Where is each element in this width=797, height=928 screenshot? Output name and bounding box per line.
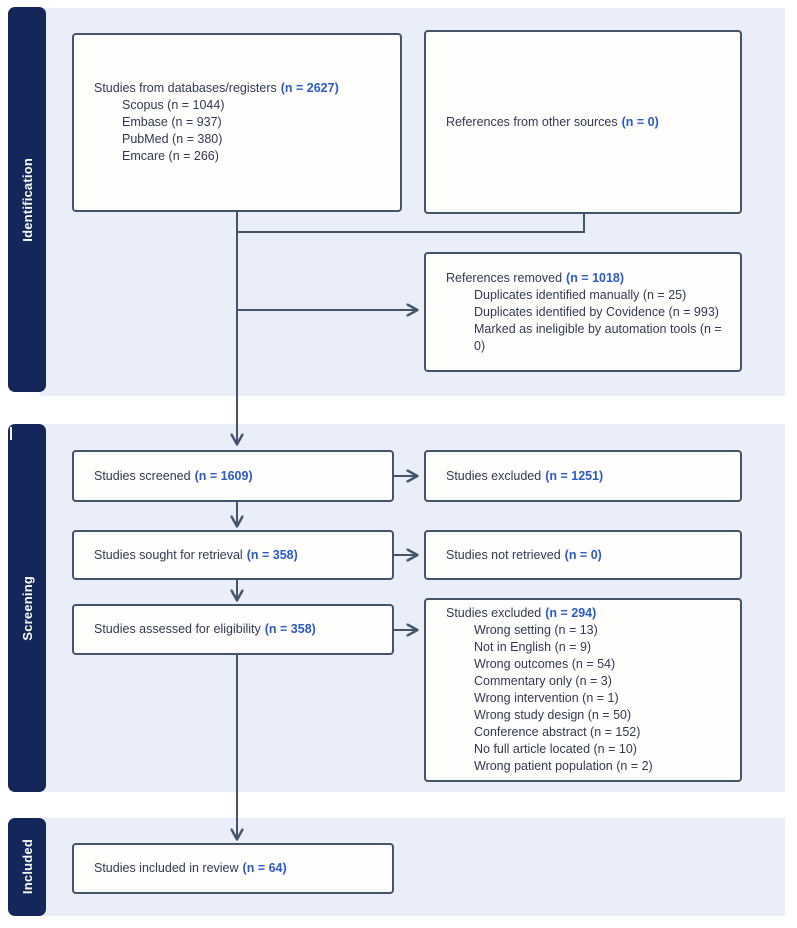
- included-stage-label: Included: [19, 839, 35, 895]
- box-studies-excluded-screening: Studies excluded(n = 1251): [424, 450, 742, 502]
- list-item: Duplicates identified manually (n = 25): [474, 287, 687, 302]
- list-item: Wrong study design (n = 50): [474, 708, 632, 722]
- list-item: Commentary only (n = 3): [474, 674, 612, 688]
- list-item: PubMed (n = 380): [122, 132, 223, 146]
- list-item: Wrong setting (n = 13): [474, 623, 598, 637]
- list-item: Conference abstract (n = 152): [474, 725, 641, 739]
- box-studies-assessed-eligibility: Studies assessed for eligibility(n = 358…: [72, 604, 394, 655]
- box-title: Studies included in review(n = 64): [94, 861, 287, 875]
- box-studies-screened: Studies screened(n = 1609): [72, 450, 394, 502]
- box-studies-excluded-eligibility: Studies excluded(n = 294) Wrong setting …: [424, 598, 742, 782]
- count-badge: (n = 2627): [280, 81, 339, 95]
- box-title: References from other sources(n = 0): [446, 114, 659, 129]
- box-title: Studies assessed for eligibility(n = 358…: [94, 622, 316, 636]
- box-studies-sought-retrieval: Studies sought for retrieval(n = 358): [72, 530, 394, 580]
- box-title: Studies not retrieved(n = 0): [446, 547, 602, 562]
- identification-stage-bar: Identification: [8, 7, 46, 392]
- list-item: Not in English (n = 9): [474, 640, 592, 654]
- box-title: Studies screened(n = 1609): [94, 468, 253, 483]
- count-badge: (n = 1609): [194, 468, 253, 483]
- screening-stage-label: Screening: [19, 575, 35, 641]
- count-badge: (n = 0): [621, 114, 659, 129]
- stray-cursor-artifact: [10, 427, 12, 440]
- count-badge: (n = 64): [242, 861, 287, 875]
- box-references-other-sources: References from other sources(n = 0): [424, 30, 742, 214]
- box-studies-from-databases: Studies from databases/registers(n = 262…: [72, 33, 402, 212]
- count-badge: (n = 358): [264, 622, 316, 636]
- box-title: Studies excluded(n = 1251): [446, 468, 604, 483]
- box-title: References removed(n = 1018): [446, 270, 625, 285]
- list-item: Wrong outcomes (n = 54): [474, 657, 616, 671]
- list-item: No full article located (n = 10): [474, 742, 637, 756]
- list-item: Scopus (n = 1044): [122, 98, 225, 112]
- list-item: Wrong intervention (n = 1): [474, 691, 619, 705]
- count-badge: (n = 1018): [566, 270, 625, 285]
- box-title: Studies excluded(n = 294): [446, 606, 597, 620]
- count-badge: (n = 294): [545, 606, 597, 620]
- box-title: Studies sought for retrieval(n = 358): [94, 547, 298, 562]
- box-title: Studies from databases/registers(n = 262…: [94, 81, 339, 95]
- list-item: Marked as ineligible by automation tools…: [474, 321, 722, 353]
- count-badge: (n = 358): [246, 547, 298, 562]
- identification-stage-label: Identification: [19, 157, 35, 242]
- list-item: Emcare (n = 266): [122, 149, 219, 163]
- screening-stage-bar: Screening: [8, 424, 46, 792]
- list-item: Duplicates identified by Covidence (n = …: [474, 304, 719, 319]
- count-badge: (n = 0): [564, 547, 602, 562]
- list-item: Wrong patient population (n = 2): [474, 759, 653, 773]
- box-studies-not-retrieved: Studies not retrieved(n = 0): [424, 530, 742, 580]
- list-item: Embase (n = 937): [122, 115, 222, 129]
- count-badge: (n = 1251): [545, 468, 604, 483]
- included-stage-bar: Included: [8, 818, 46, 916]
- box-references-removed: References removed(n = 1018) Duplicates …: [424, 252, 742, 372]
- box-studies-included-review: Studies included in review(n = 64): [72, 843, 394, 894]
